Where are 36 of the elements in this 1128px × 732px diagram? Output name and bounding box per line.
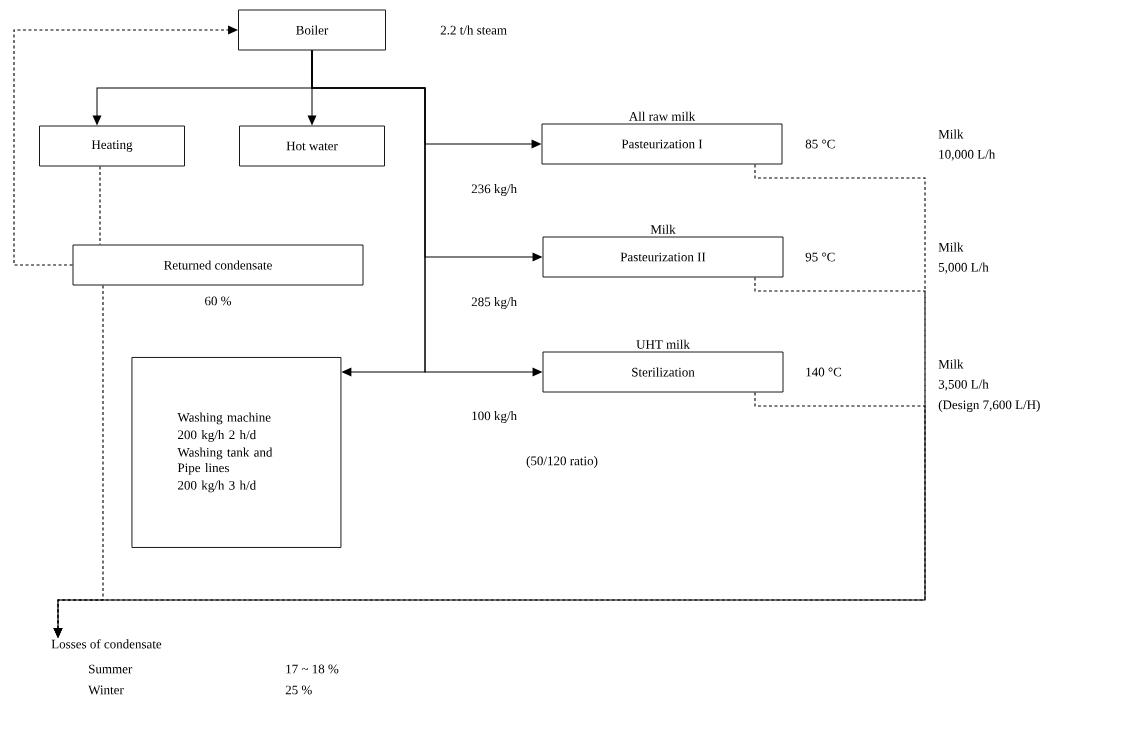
edge-label: 285 kg/h bbox=[470, 296, 519, 310]
process-box: Washing machine 200 kg/h 2 h/d Washing tank and Pipe lines 200 kg/h 3 h/d bbox=[131, 357, 342, 548]
process-box: Returned condensate 60 % bbox=[72, 244, 364, 306]
dashed-line bbox=[99, 165, 101, 246]
label-text: Winter bbox=[88, 685, 124, 695]
edge-label: 236 kg/h bbox=[470, 183, 519, 197]
node-label: Milk bbox=[650, 224, 676, 234]
node-label: 60 % bbox=[205, 296, 232, 306]
node-label: 85 °C bbox=[805, 139, 835, 149]
label-text: 3,500 L/h bbox=[938, 379, 989, 391]
dashed-arrow bbox=[53, 391, 926, 638]
label-text: Milk bbox=[938, 359, 964, 369]
process-box: Hot water bbox=[239, 125, 385, 167]
node-label: 140 °C bbox=[806, 367, 842, 377]
label-text: 25 % bbox=[285, 685, 312, 695]
dashed-arrow bbox=[13, 25, 239, 266]
process-box: All raw milk Pasteurization I 85 °C bbox=[541, 111, 835, 165]
process-box: Heating bbox=[39, 125, 185, 167]
node-label: UHT milk bbox=[636, 339, 690, 349]
label-text: 5,000 L/h bbox=[938, 262, 989, 274]
label-text: Milk bbox=[938, 242, 964, 252]
label-text: 10,000 L/h bbox=[939, 149, 996, 161]
label-text: Summer bbox=[89, 664, 133, 674]
process-box: UHT milk Sterilization 140 °C bbox=[542, 339, 842, 393]
process-box: Boiler bbox=[238, 9, 386, 51]
note-text: Losses of condensate bbox=[51, 639, 162, 649]
node-label: All raw milk bbox=[628, 111, 696, 121]
label-text: (Design 7,600 L/H) bbox=[938, 400, 1040, 412]
node-label: 95 °C bbox=[805, 252, 835, 262]
label-text: (50/120 ratio) bbox=[526, 456, 598, 468]
label-text: 2.2 t/h steam bbox=[440, 25, 507, 35]
label-text: 17 ~ 18 % bbox=[286, 664, 339, 674]
arrow bbox=[311, 49, 426, 377]
process-box: Milk Pasteurization II 95 °C bbox=[542, 224, 835, 278]
edge-label: 100 kg/h bbox=[470, 410, 519, 424]
label-text: Milk bbox=[938, 129, 964, 139]
